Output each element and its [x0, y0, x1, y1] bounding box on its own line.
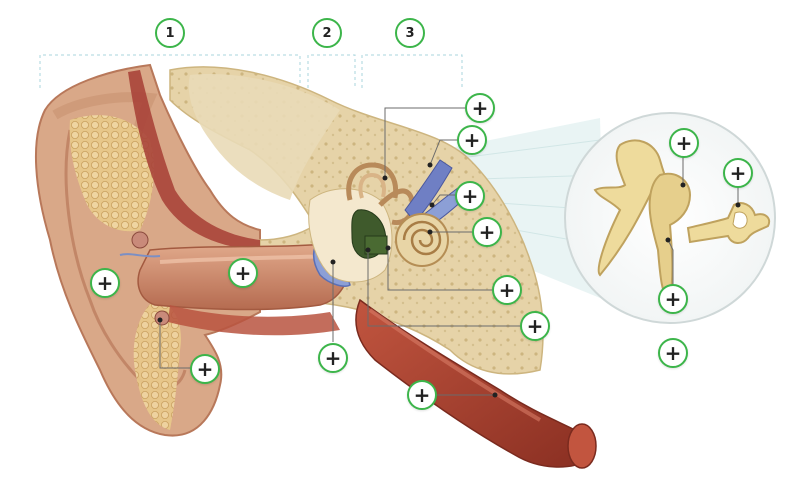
- section-number-1[interactable]: 1: [155, 18, 185, 48]
- plus-icon: +: [478, 220, 496, 244]
- hotspot-stapes[interactable]: +: [723, 158, 753, 188]
- section-number-3[interactable]: 3: [395, 18, 425, 48]
- hotspot-cochlear-nerve[interactable]: +: [455, 181, 485, 211]
- hotspot-vestibular-nerve[interactable]: +: [457, 125, 487, 155]
- hotspot-eustachian-tube[interactable]: +: [407, 380, 437, 410]
- hotspot-malleus[interactable]: +: [669, 128, 699, 158]
- hotspot-ossicle-chain[interactable]: +: [658, 338, 688, 368]
- plus-icon: +: [234, 261, 252, 285]
- hotspot-semicircular-canals[interactable]: +: [465, 93, 495, 123]
- plus-icon: +: [461, 184, 479, 208]
- hotspot-auricle[interactable]: +: [90, 268, 120, 298]
- section-brackets: [39, 54, 463, 88]
- plus-icon: +: [498, 278, 516, 302]
- plus-icon: +: [196, 357, 214, 381]
- section-number-2[interactable]: 2: [312, 18, 342, 48]
- hotspot-cochlea[interactable]: +: [472, 217, 502, 247]
- hotspot-round-window[interactable]: +: [492, 275, 522, 305]
- hotspot-ear-canal[interactable]: +: [228, 258, 258, 288]
- plus-icon: +: [729, 161, 747, 185]
- hotspot-eardrum[interactable]: +: [318, 343, 348, 373]
- cochlea: [395, 213, 449, 267]
- zoomed-ossicles: [593, 139, 771, 302]
- plus-icon: +: [413, 383, 431, 407]
- zoom-beam: [440, 118, 605, 300]
- plus-icon: +: [96, 271, 114, 295]
- plus-icon: +: [463, 128, 481, 152]
- plus-icon: +: [471, 96, 489, 120]
- hotspot-ceruminous-glands[interactable]: +: [190, 354, 220, 384]
- hotspot-ossicles[interactable]: +: [520, 311, 550, 341]
- hotspot-incus[interactable]: +: [658, 284, 688, 314]
- plus-icon: +: [664, 287, 682, 311]
- plus-icon: +: [324, 346, 342, 370]
- plus-icon: +: [526, 314, 544, 338]
- plus-icon: +: [675, 131, 693, 155]
- plus-icon: +: [664, 341, 682, 365]
